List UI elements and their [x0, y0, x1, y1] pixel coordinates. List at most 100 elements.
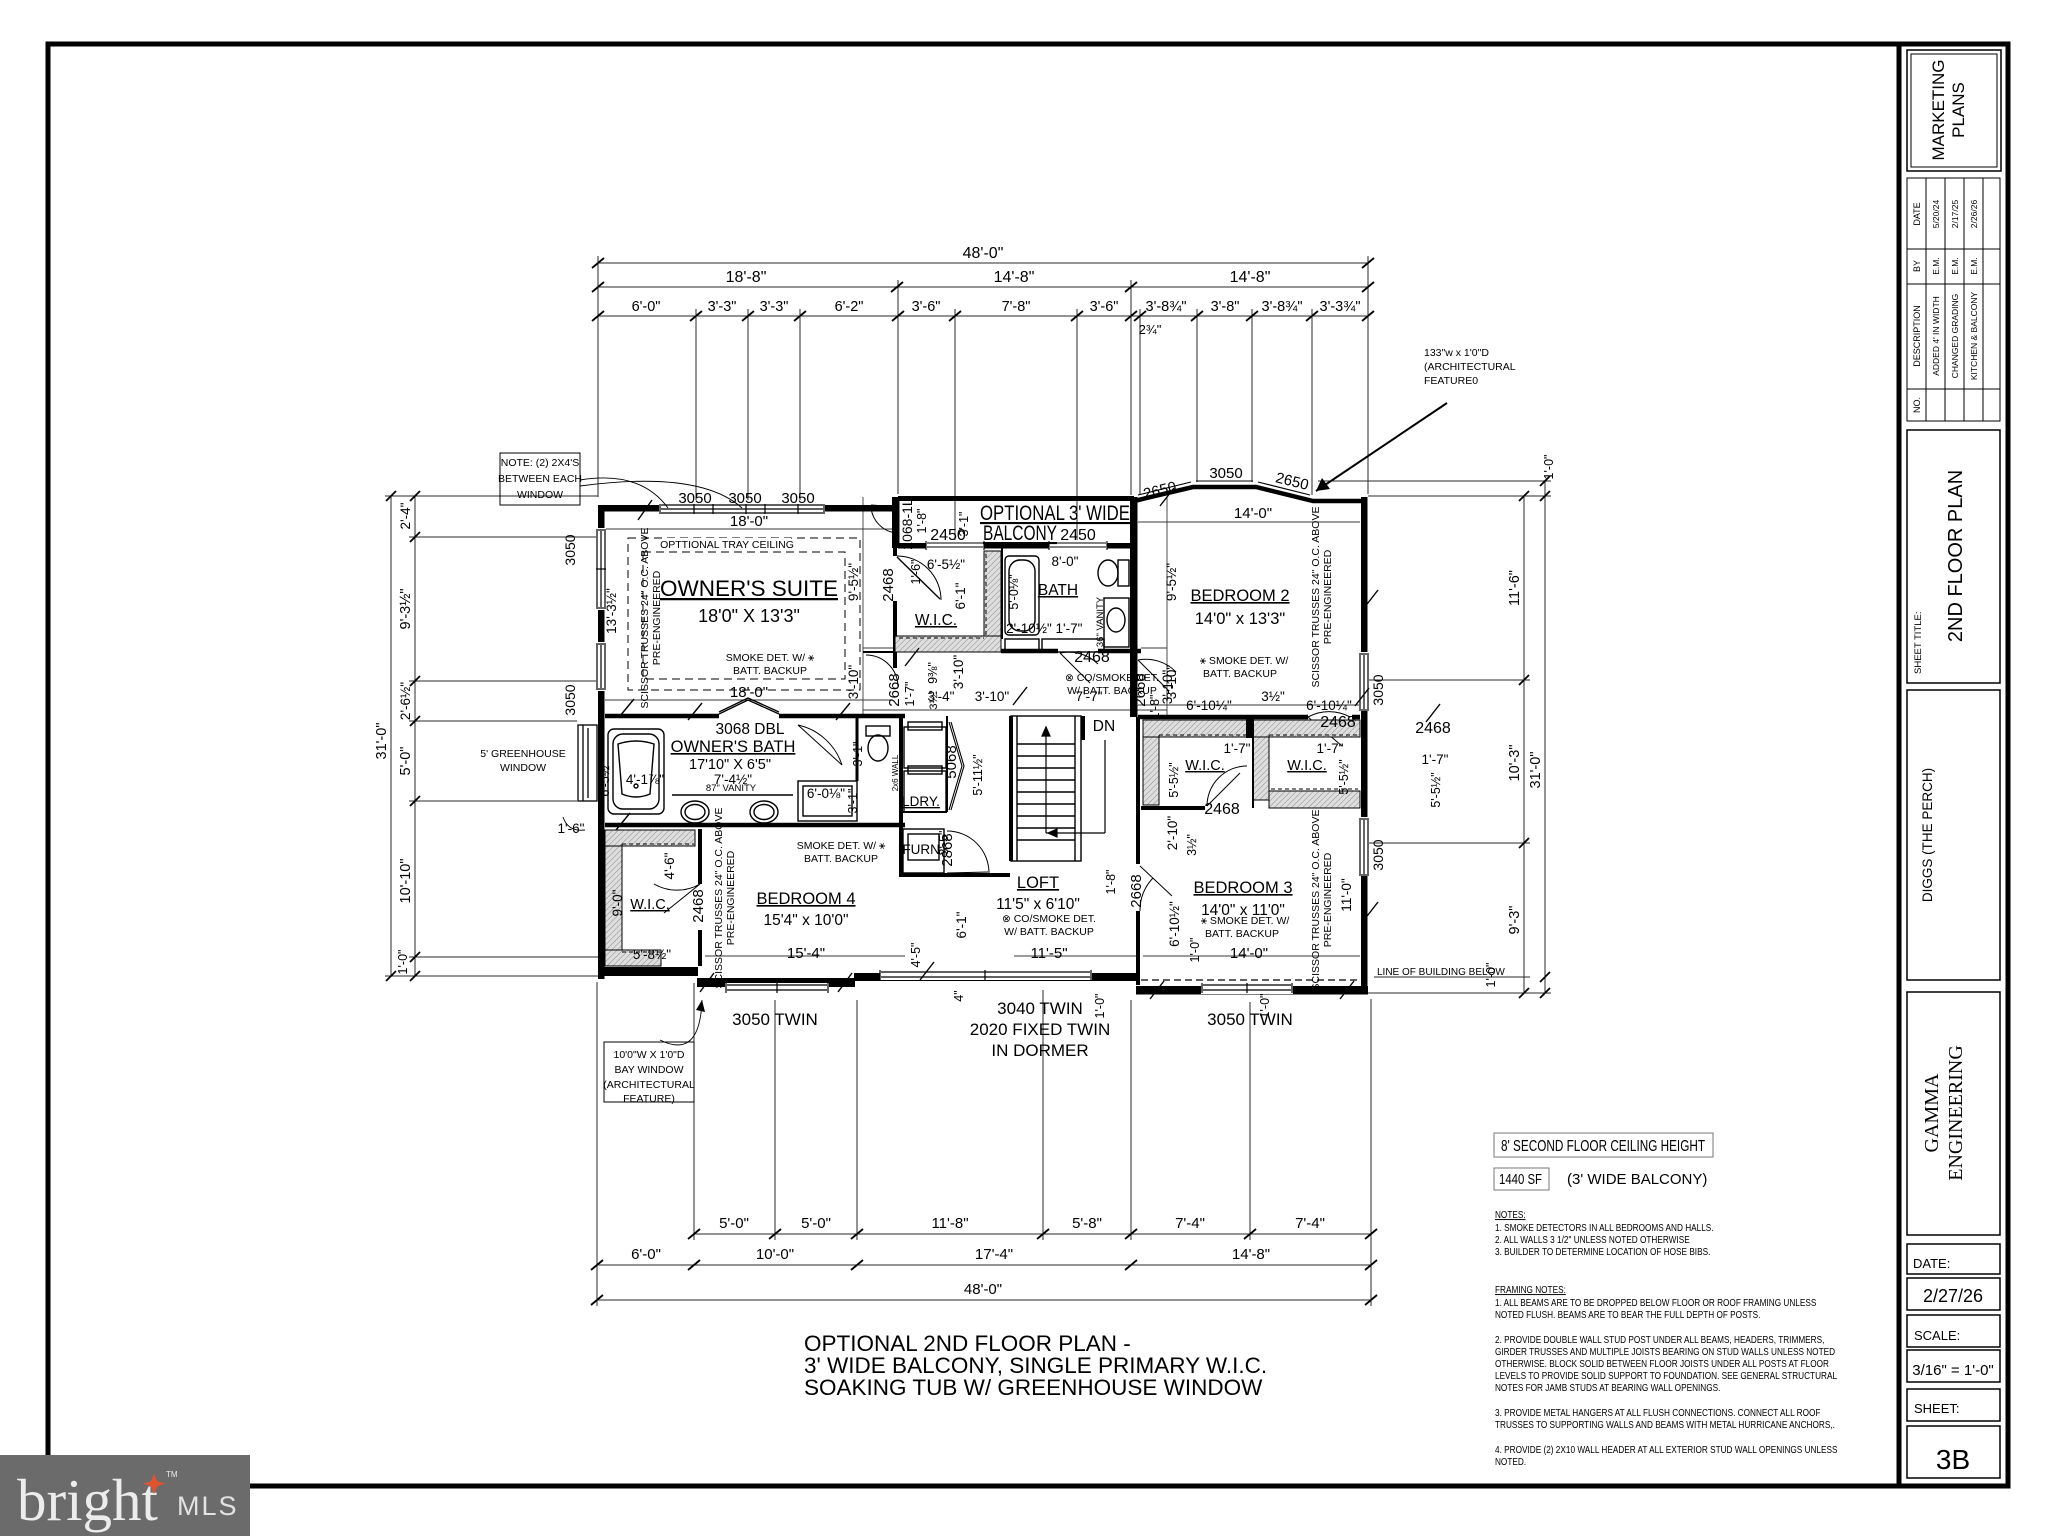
svg-text:NOTES FOR JAMB STUDS AT BEARIN: NOTES FOR JAMB STUDS AT BEARING WALL OPE… — [1495, 1382, 1720, 1393]
svg-text:BATT. BACKUP: BATT. BACKUP — [1203, 668, 1277, 680]
svg-text:5'-5½": 5'-5½" — [1337, 759, 1351, 794]
svg-text:W/ BATT. BACKUP: W/ BATT. BACKUP — [1004, 926, 1094, 938]
svg-text:GIRDER TRUSSES AND MULTIPLE JO: GIRDER TRUSSES AND MULTIPLE JOISTS BEARI… — [1495, 1346, 1835, 1357]
svg-text:5' GREENHOUSE: 5' GREENHOUSE — [480, 748, 565, 760]
svg-text:DATE:: DATE: — [1913, 1256, 1950, 1271]
svg-text:ENGINEERING: ENGINEERING — [1945, 1045, 1967, 1181]
svg-text:2868: 2868 — [939, 833, 956, 866]
svg-text:5'-8": 5'-8" — [1072, 1215, 1102, 1232]
svg-text:MLS: MLS — [177, 1491, 239, 1521]
svg-text:7'-4": 7'-4" — [1295, 1215, 1325, 1232]
svg-text:SCISSOR TRUSSES 24" O.C. ABOVE: SCISSOR TRUSSES 24" O.C. ABOVE — [1310, 810, 1322, 991]
svg-text:14'-0": 14'-0" — [1230, 945, 1268, 962]
svg-text:48'-0": 48'-0" — [963, 245, 1004, 262]
svg-text:1'-0": 1'-0" — [1188, 938, 1202, 963]
svg-text:3050: 3050 — [1370, 839, 1386, 870]
svg-text:1'-0": 1'-0" — [1542, 455, 1556, 480]
svg-text:18'0" X 13'3": 18'0" X 13'3" — [698, 606, 800, 626]
svg-text:8'-0": 8'-0" — [1052, 554, 1079, 569]
svg-text:11'-8": 11'-8" — [931, 1215, 968, 1232]
svg-text:1'-7": 1'-7" — [1056, 621, 1083, 636]
svg-text:SHEET TITLE:: SHEET TITLE: — [1913, 612, 1924, 674]
svg-text:3'-10": 3'-10" — [846, 665, 861, 700]
svg-text:9'-3½": 9'-3½" — [398, 589, 414, 630]
svg-text:2450: 2450 — [930, 527, 966, 544]
svg-text:14'0" x 13'3": 14'0" x 13'3" — [1195, 610, 1286, 628]
svg-text:DIGGS (THE PERCH): DIGGS (THE PERCH) — [1920, 768, 1935, 902]
svg-text:2. ALL WALLS 3 1/2" UNLESS NOT: 2. ALL WALLS 3 1/2" UNLESS NOTED OTHERWI… — [1495, 1234, 1690, 1245]
svg-text:OWNER'S BATH: OWNER'S BATH — [671, 738, 796, 756]
svg-text:3'-5": 3'-5" — [937, 831, 951, 856]
svg-text:5068: 5068 — [943, 745, 960, 778]
svg-text:1'-7": 1'-7" — [903, 682, 917, 707]
svg-text:7'-4": 7'-4" — [1175, 1215, 1205, 1232]
svg-text:3'-8": 3'-8" — [1211, 299, 1240, 315]
svg-text:5'-5½": 5'-5½" — [1429, 772, 1443, 807]
svg-text:WINDOW: WINDOW — [517, 489, 563, 501]
svg-text:CHANGED GRADING: CHANGED GRADING — [1950, 294, 1960, 379]
svg-text:NOTED FLUSH. BEAMS ARE TO BEAR: NOTED FLUSH. BEAMS ARE TO BEAR THE FULL … — [1495, 1309, 1760, 1320]
svg-text:2668: 2668 — [1128, 874, 1145, 907]
svg-text:LDRY.: LDRY. — [902, 794, 940, 809]
svg-text:10'-3": 10'-3" — [1507, 745, 1523, 782]
svg-text:4'-5": 4'-5" — [909, 943, 923, 968]
svg-text:DATE: DATE — [1912, 202, 1922, 225]
svg-text:SCISSOR TRUSSES 24" O.C. ABOVE: SCISSOR TRUSSES 24" O.C. ABOVE — [713, 808, 725, 989]
svg-text:WINDOW: WINDOW — [500, 762, 546, 774]
svg-text:1'-8": 1'-8" — [915, 509, 929, 534]
svg-text:SHEET:: SHEET: — [1914, 1401, 1960, 1416]
svg-text:3' WIDE BALCONY, SINGLE PRIMAR: 3' WIDE BALCONY, SINGLE PRIMARY W.I.C. — [804, 1353, 1267, 1378]
svg-text:1. ALL BEAMS ARE TO BE DROPPED: 1. ALL BEAMS ARE TO BE DROPPED BELOW FLO… — [1495, 1297, 1816, 1308]
svg-text:11'-5": 11'-5" — [1030, 945, 1067, 962]
svg-text:1'-7": 1'-7" — [1422, 752, 1449, 767]
svg-text:4'-1⅞": 4'-1⅞" — [626, 772, 664, 787]
svg-text:SMOKE DET. W/ ⚹: SMOKE DET. W/ ⚹ — [797, 840, 886, 852]
svg-text:BATT. BACKUP: BATT. BACKUP — [733, 665, 807, 677]
svg-text:6'-5½": 6'-5½" — [598, 761, 612, 796]
svg-text:9⅜": 9⅜" — [926, 662, 940, 684]
svg-text:3'-1": 3'-1" — [846, 789, 860, 814]
svg-text:SCISSOR TRUSSES 24" O.C. ABOVE: SCISSOR TRUSSES 24" O.C. ABOVE — [639, 528, 651, 709]
svg-text:2'-6½": 2'-6½" — [398, 682, 413, 720]
svg-text:3'-8¾": 3'-8¾" — [1146, 299, 1187, 315]
svg-text:PLANS: PLANS — [1949, 82, 1968, 138]
svg-text:15'4" x 10'0": 15'4" x 10'0" — [763, 912, 848, 929]
svg-text:11'5" x 6'10": 11'5" x 6'10" — [996, 896, 1080, 913]
svg-text:6'-0⅛": 6'-0⅛" — [807, 786, 845, 801]
svg-text:⊗ CO/SMOKE DET.: ⊗ CO/SMOKE DET. — [1065, 672, 1159, 684]
svg-text:3050: 3050 — [562, 534, 578, 565]
svg-text:OTHERWISE. BLOCK SOLID BETWEEN: OTHERWISE. BLOCK SOLID BETWEEN FLOOR JOI… — [1495, 1358, 1829, 1369]
svg-text:1'-0": 1'-0" — [396, 950, 410, 975]
svg-text:31'-0": 31'-0" — [1528, 752, 1544, 789]
svg-text:(ARCHITECTURAL: (ARCHITECTURAL — [1424, 361, 1516, 373]
svg-text:3/16" = 1'-0": 3/16" = 1'-0" — [1912, 1362, 1993, 1379]
svg-text:5'-0": 5'-0" — [719, 1215, 749, 1232]
svg-text:3½": 3½" — [928, 690, 940, 709]
svg-text:7'-8": 7'-8" — [1002, 299, 1031, 315]
svg-text:TRUSSES TO SUPPORTING WALLS AN: TRUSSES TO SUPPORTING WALLS AND BEAMS WI… — [1495, 1419, 1835, 1430]
svg-text:2/17/25: 2/17/25 — [1950, 200, 1960, 229]
svg-text:1'-8": 1'-8" — [1148, 695, 1162, 720]
svg-text:BEDROOM 3: BEDROOM 3 — [1193, 879, 1292, 897]
svg-text:OPTIONAL 3' WIDE: OPTIONAL 3' WIDE — [980, 502, 1130, 525]
svg-text:133"w x 1'0"D: 133"w x 1'0"D — [1424, 347, 1489, 359]
svg-text:DN: DN — [1093, 718, 1115, 735]
svg-text:14'0" x 11'0": 14'0" x 11'0" — [1201, 902, 1285, 919]
svg-text:18'-8": 18'-8" — [726, 269, 767, 286]
svg-text:TM: TM — [166, 1470, 178, 1479]
svg-text:31'-0": 31'-0" — [374, 723, 390, 760]
svg-text:9'-5½": 9'-5½" — [1164, 563, 1179, 601]
svg-text:6'-0": 6'-0" — [632, 299, 661, 315]
svg-text:1440 SF: 1440 SF — [1499, 1172, 1542, 1188]
svg-text:18'-0": 18'-0" — [730, 513, 768, 530]
svg-text:PRE-ENGINEERED: PRE-ENGINEERED — [1322, 549, 1334, 644]
svg-text:⚹ SMOKE DET. W/: ⚹ SMOKE DET. W/ — [1200, 655, 1289, 667]
svg-text:3050: 3050 — [678, 490, 711, 507]
svg-text:SCALE:: SCALE: — [1914, 1328, 1960, 1343]
svg-text:6'-2": 6'-2" — [835, 299, 864, 315]
svg-text:3'-3": 3'-3" — [708, 299, 737, 315]
svg-text:BATH: BATH — [1038, 582, 1078, 599]
svg-text:BEDROOM 2: BEDROOM 2 — [1190, 587, 1289, 605]
svg-text:2'-4": 2'-4" — [398, 502, 413, 529]
svg-text:DESCRIPTION: DESCRIPTION — [1912, 305, 1922, 367]
